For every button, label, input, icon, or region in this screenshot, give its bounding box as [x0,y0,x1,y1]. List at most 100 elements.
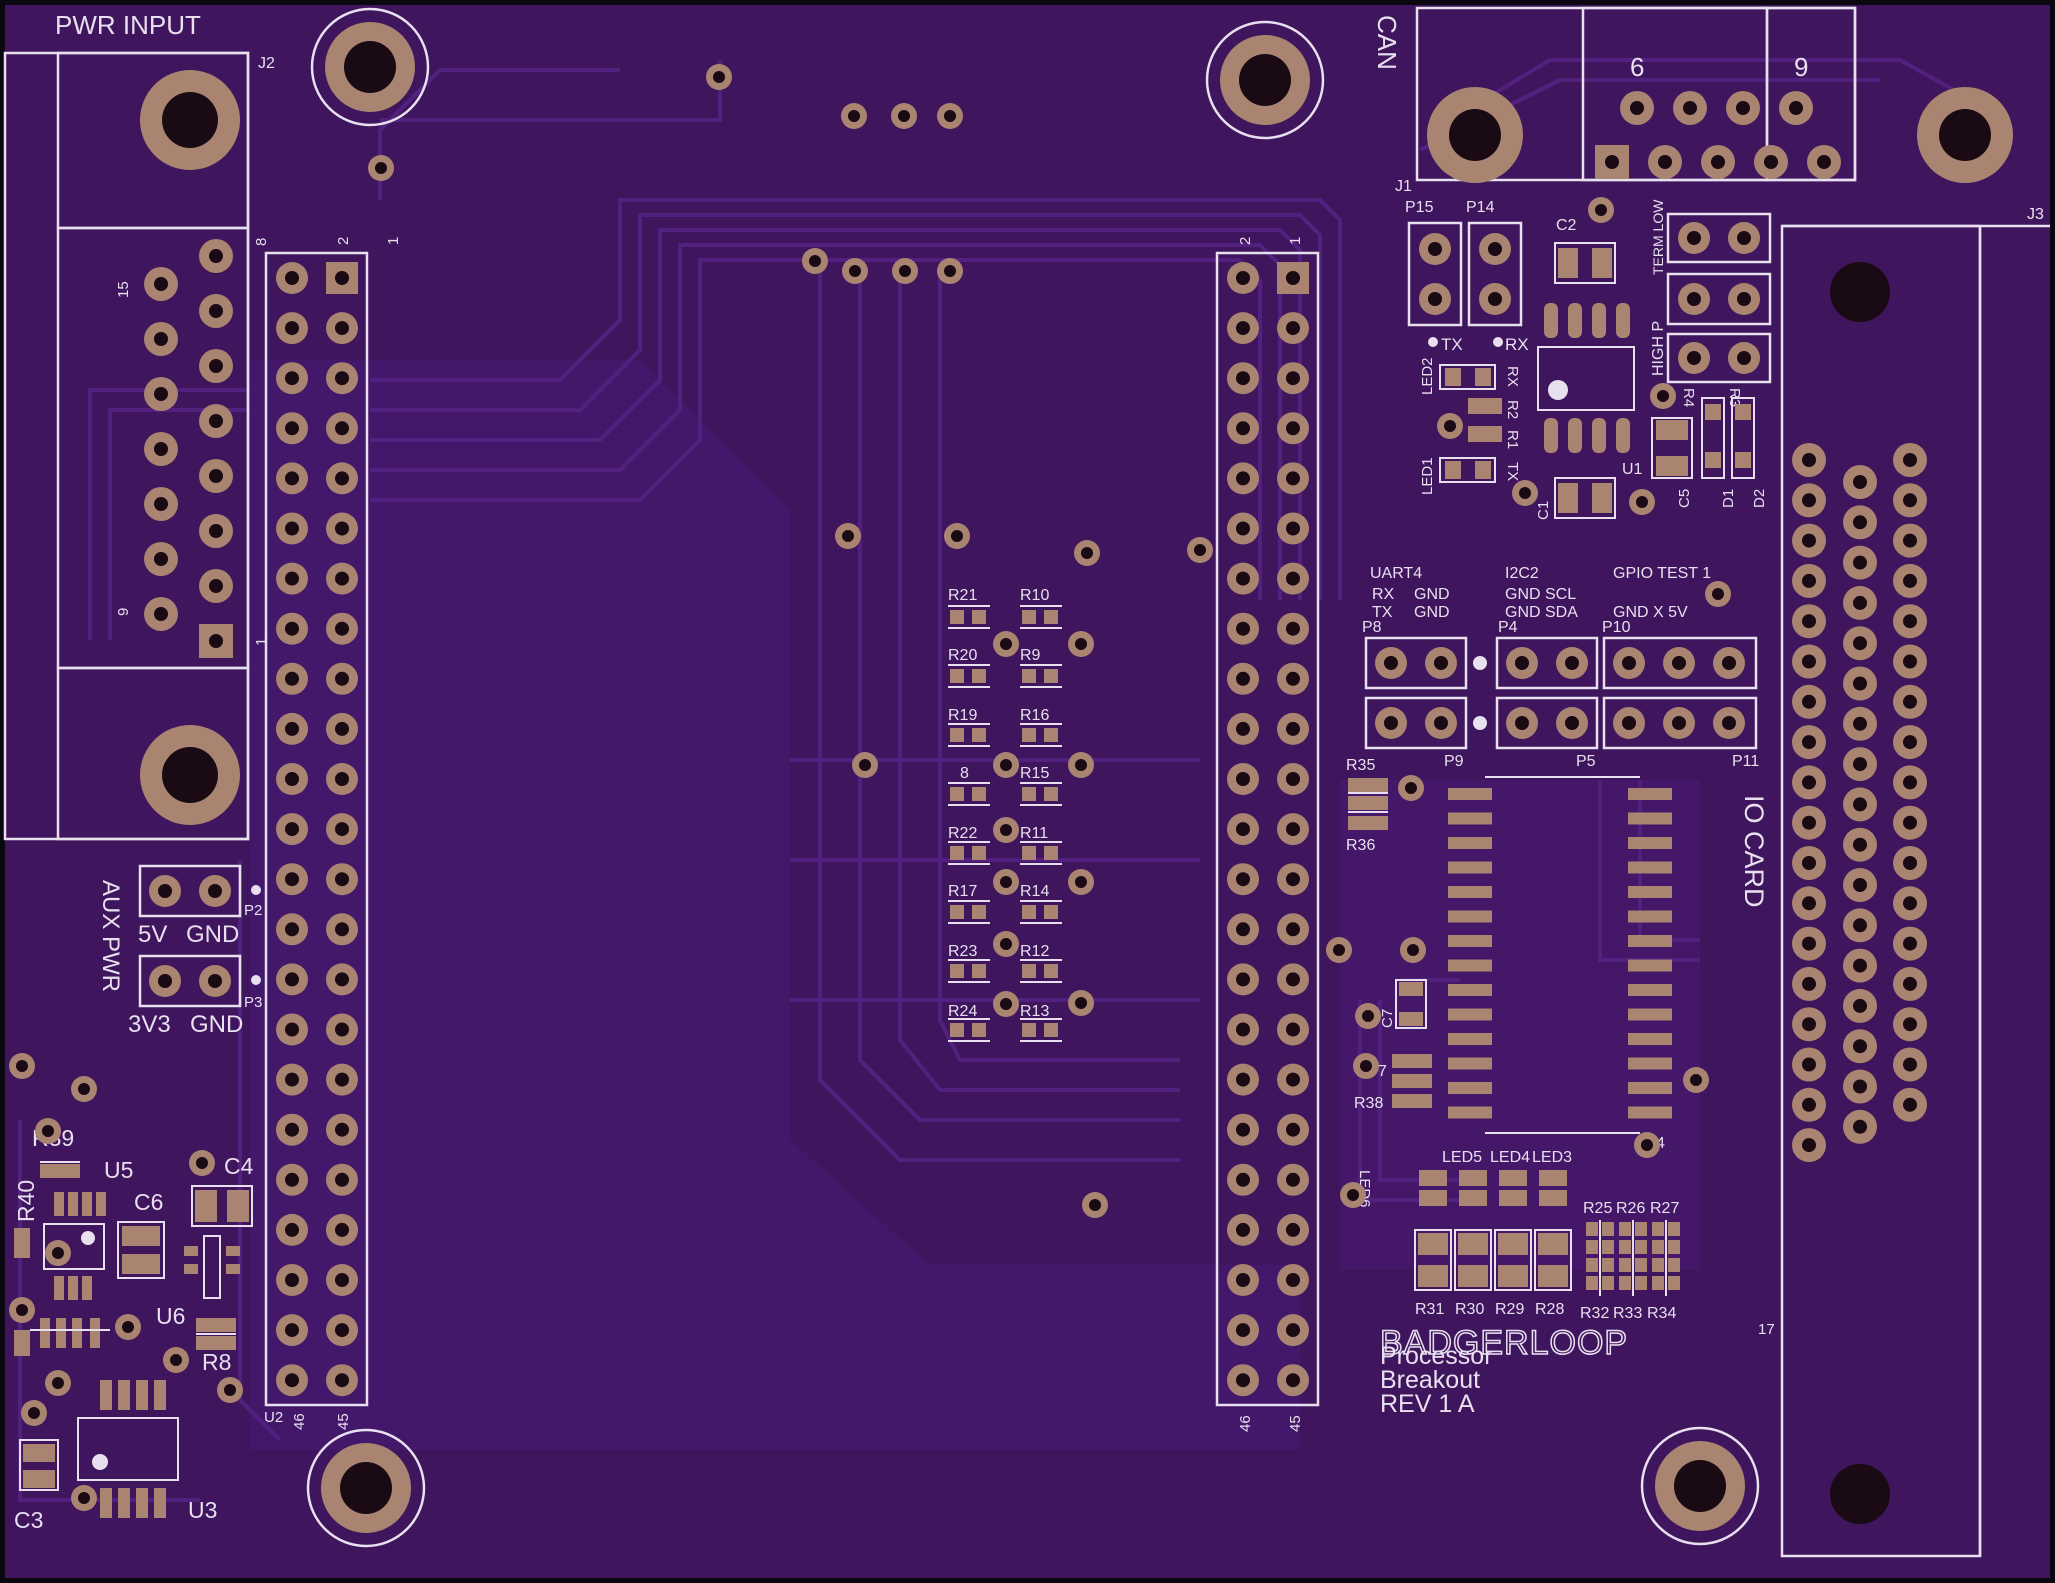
r35-r36-resistors [1348,778,1388,830]
r27-label: R27 [1650,1200,1679,1217]
r1-label: R1 [1504,430,1521,449]
header-pin [326,1314,358,1347]
mount-hole-bottom-right [1640,1426,1760,1546]
header-pin [1713,707,1745,739]
header-pin [1375,707,1407,739]
soic-pad [1448,886,1492,898]
header-pin [1277,763,1309,795]
header-pin [326,262,358,294]
r21-label: R21 [948,587,977,604]
header-pin [1277,312,1309,345]
header-pin [276,1213,308,1246]
io-card-pin [1792,805,1826,840]
c1-capacitor [1554,477,1616,519]
high-p-header [1666,332,1772,384]
header-pin [276,262,308,294]
pwr-input-label: PWR INPUT [55,10,201,40]
header-pin [1556,647,1588,679]
u3-label: U3 [188,1497,217,1523]
io-card-pin [1843,666,1877,701]
r15-label: R15 [1020,765,1049,782]
p11-label: P11 [1732,753,1759,770]
p2-label: P2 [244,902,262,919]
header-pin [1713,647,1745,679]
header-pin [1663,707,1695,739]
db15-pin [144,487,178,521]
u6-label: U6 [156,1303,185,1329]
io-card-pin [1893,604,1927,639]
io-card-pin [1893,725,1927,760]
c7-r38-parts [1392,979,1432,1108]
io-card-pin [1843,706,1877,741]
term-low-header [1666,212,1772,264]
db9-pin9-label: 9 [1794,52,1808,82]
u2-header-outline [264,251,369,1407]
header-pin [276,1013,308,1046]
header-pin [1277,462,1309,495]
r24-label: R24 [948,1003,977,1020]
mount-hole-top-center [1205,20,1325,140]
header-pin [326,462,358,495]
header-pin [1227,262,1259,294]
u2-pin2-label: 2 [335,237,352,245]
header-pin [276,1163,308,1196]
io-card-pin [1792,604,1826,639]
db9-pin [1595,145,1629,179]
tx-label: TX [1441,335,1463,354]
header-pin [276,312,308,345]
r40-label: R40 [13,1180,39,1222]
io-card-pin [1893,926,1927,961]
breakout-label: Breakout [1380,1366,1480,1394]
io-card-pin [1843,948,1877,983]
r22-label: R22 [948,825,977,842]
header-pin [276,1264,308,1296]
r23-label: R23 [948,943,977,960]
header-pin [1227,562,1259,595]
header-pin [326,813,358,846]
soic-pad [1628,861,1672,874]
header-pin [1227,612,1259,645]
header-pin [326,1213,358,1246]
io-card-pin [1843,908,1877,943]
can-label: CAN [1372,15,1402,70]
header-pin [1227,1213,1259,1246]
seventeen-label: 17 [1758,1321,1775,1338]
header-pin [326,712,358,745]
db9-pin [1701,145,1735,179]
p4-label: P4 [1498,619,1518,636]
j2-label: J2 [258,55,275,72]
c2-label: C2 [1556,217,1577,234]
p9-label: P9 [1444,753,1464,770]
led-array [1414,1170,1680,1296]
four-label: 4 [1656,1135,1665,1152]
header-pin [1227,1113,1259,1146]
tx2-label: TX [1504,462,1521,481]
processor-label: Processor [1380,1342,1493,1370]
header-pin [1277,963,1309,996]
io-card-pin [1792,483,1826,518]
db9-pin6-label: 6 [1630,52,1644,82]
r30-label: R30 [1455,1301,1484,1318]
io-card-pin [1893,1007,1927,1042]
header-pin [326,1163,358,1196]
db15-pin1-label: 1 [253,638,270,646]
header-pin [1425,647,1457,679]
header-pin [1277,863,1309,896]
badgerloop-logo: BADGERLOOP [1380,1324,1628,1362]
db9-pin [1807,145,1841,179]
header-pin [276,562,308,595]
rev-label: REV 1 A [1380,1390,1475,1418]
db9-pin [1673,91,1707,125]
io-card-pin [1893,523,1927,558]
header-pin [1506,707,1538,739]
io-card-pin [1792,966,1826,1001]
io-card-pins [1792,443,1927,1163]
rx-label: RX [1505,335,1529,354]
u5-label: U5 [104,1157,133,1183]
u4-header-outline [1215,251,1320,1407]
io-card-pin [1792,1007,1826,1042]
j3-label: J3 [2027,206,2044,223]
header-pin [1613,707,1645,739]
soic-pad [1628,910,1672,923]
r25-label: R25 [1583,1200,1612,1217]
